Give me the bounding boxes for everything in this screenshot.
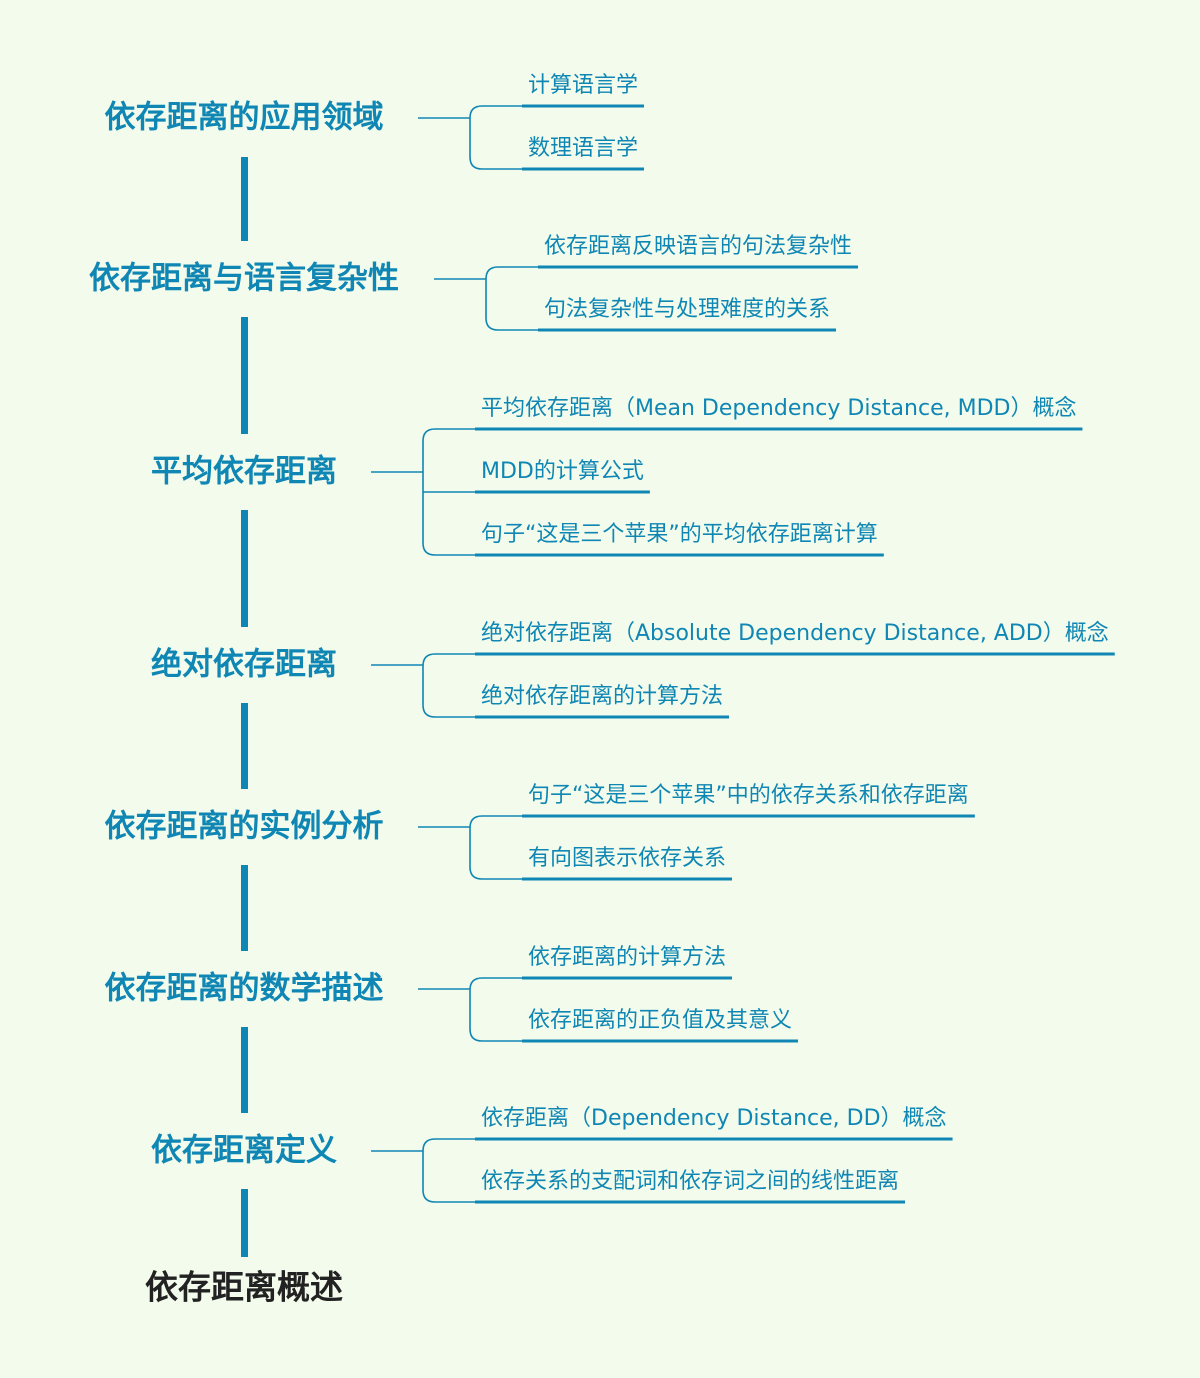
topic-case-analysis[interactable]: 依存距离的实例分析 — [104, 808, 384, 845]
trunk-segment — [241, 510, 248, 627]
subtopic[interactable]: 有向图表示依存关系 — [528, 846, 727, 871]
subtopic[interactable]: 绝对依存距离（Absolute Dependency Distance, ADD… — [481, 621, 1109, 646]
subtopic[interactable]: 平均依存距离（Mean Dependency Distance, MDD）概念 — [481, 396, 1077, 421]
root-topic[interactable]: 依存距离概述 — [145, 1267, 343, 1307]
topic-mean-dependency-distance[interactable]: 平均依存距离 — [151, 453, 337, 490]
trunk-segment — [241, 317, 248, 434]
subtopic[interactable]: 依存距离的正负值及其意义 — [528, 1008, 793, 1033]
subtopic[interactable]: 依存距离反映语言的句法复杂性 — [544, 234, 853, 259]
trunk-segment — [241, 157, 248, 241]
bracket-line — [422, 653, 475, 718]
topic-language-complexity[interactable]: 依存距离与语言复杂性 — [89, 260, 399, 297]
subtopic[interactable]: 句子“这是三个苹果”中的依存关系和依存距离 — [528, 783, 969, 808]
subtopic[interactable]: 计算语言学 — [528, 73, 639, 98]
subtopic[interactable]: 依存距离的计算方法 — [528, 945, 727, 970]
subtopic[interactable]: MDD的计算公式 — [481, 459, 644, 484]
bracket-line — [469, 977, 522, 1042]
bracket-line — [469, 815, 522, 880]
subtopic[interactable]: 句法复杂性与处理难度的关系 — [544, 297, 831, 322]
subtopic[interactable]: 数理语言学 — [528, 136, 639, 161]
subtopic[interactable]: 依存距离（Dependency Distance, DD）概念 — [481, 1106, 947, 1131]
trunk-segment — [241, 703, 248, 789]
subtopic[interactable]: 句子“这是三个苹果”的平均依存距离计算 — [481, 522, 878, 547]
bracket-line — [422, 1138, 475, 1203]
subtopic[interactable]: 绝对依存距离的计算方法 — [481, 684, 724, 709]
bracket-line — [469, 105, 522, 170]
subtopic[interactable]: 依存关系的支配词和依存词之间的线性距离 — [481, 1169, 900, 1194]
topic-definition[interactable]: 依存距离定义 — [151, 1132, 337, 1169]
topic-math-description[interactable]: 依存距离的数学描述 — [104, 970, 384, 1007]
bracket-line — [485, 266, 538, 331]
trunk-segment — [241, 1027, 248, 1113]
topic-application-fields[interactable]: 依存距离的应用领域 — [104, 99, 384, 136]
trunk-segment — [241, 1189, 248, 1257]
topic-absolute-dependency-distance[interactable]: 绝对依存距离 — [151, 646, 337, 683]
trunk-segment — [241, 865, 248, 951]
